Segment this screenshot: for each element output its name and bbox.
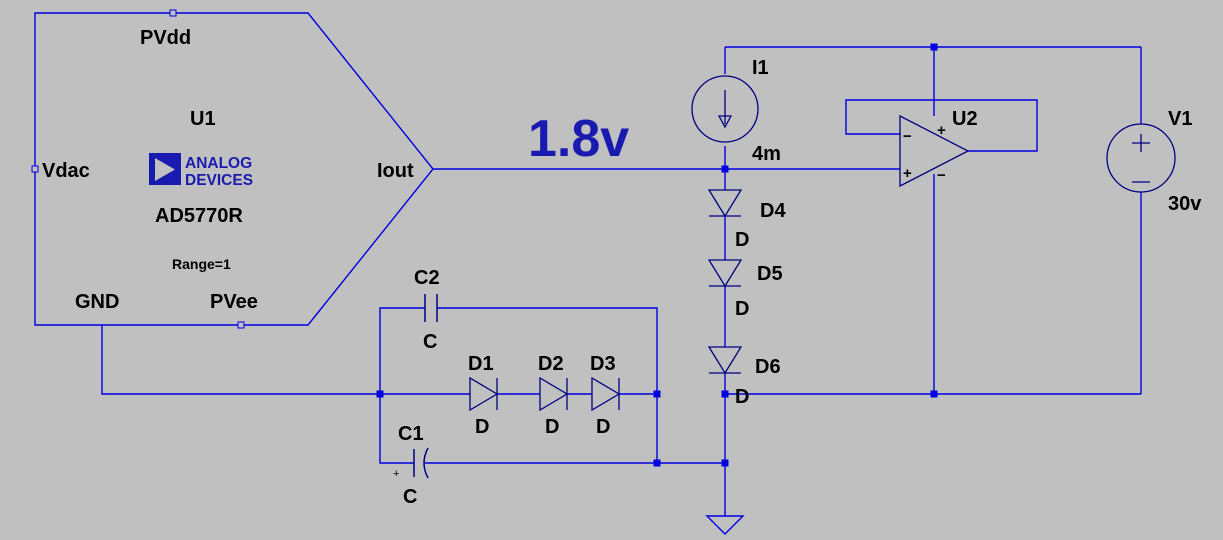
cap-polarity: + [393, 468, 399, 480]
v1-ref: V1 [1168, 108, 1192, 130]
opamp-minus-input: − [903, 128, 912, 145]
u1-ref: U1 [190, 108, 216, 130]
diode-symbol [707, 259, 743, 288]
diode-model: D [735, 386, 749, 408]
analog-devices-logo: ANALOG DEVICES [149, 153, 253, 189]
ground-icon [705, 515, 745, 535]
capacitor-c2[interactable]: C2 C [414, 267, 440, 353]
opamp-triangle [899, 114, 970, 188]
junction [721, 390, 729, 398]
diode-ref: D1 [468, 353, 494, 375]
junction [930, 43, 938, 51]
diode-symbol [707, 346, 743, 375]
pin-label-iout: Iout [377, 160, 414, 182]
junction [653, 459, 661, 467]
net-voltage-annotation: 1.8v [528, 110, 629, 168]
u1-ad5770r[interactable]: PVdd U1 Vdac Iout ANALOG DEVICES AD5770R… [31, 9, 434, 329]
pin-label-pvee: PVee [210, 291, 258, 313]
junction [721, 165, 729, 173]
diode-model: D [475, 416, 489, 438]
diode-symbol [591, 376, 621, 412]
pin-label-gnd: GND [75, 291, 119, 313]
i1-value: 4m [752, 143, 781, 165]
diode-ref: D5 [757, 263, 783, 285]
pin-pvee [237, 321, 245, 329]
junction [721, 459, 729, 467]
cap-plate-negative [423, 447, 429, 479]
cap-value: C [423, 331, 437, 353]
cap-ref: C2 [414, 267, 440, 289]
capacitor-c1[interactable]: + C1 C [393, 423, 429, 508]
pin-label-vdac: Vdac [42, 160, 90, 182]
diode-d6[interactable]: D6 D [707, 346, 781, 408]
cap-value: C [403, 486, 417, 508]
junction [376, 390, 384, 398]
diode-symbol [469, 376, 499, 412]
diode-model: D [545, 416, 559, 438]
u1-param: Range=1 [172, 256, 231, 272]
diode-d1[interactable]: D1 D [468, 353, 499, 438]
arrow-down-icon [717, 90, 733, 129]
v1-symbol [1106, 123, 1176, 193]
diode-ref: D3 [590, 353, 616, 375]
logo-text-analog: ANALOG [185, 155, 252, 172]
opamp-feedback-loop [845, 99, 1038, 152]
opamp-plus-supply: + [937, 122, 946, 139]
i1-symbol [691, 75, 759, 143]
diode-ref: D2 [538, 353, 564, 375]
logo-triangle [155, 158, 175, 181]
diode-model: D [735, 229, 749, 251]
v1-value: 30v [1168, 193, 1202, 215]
junctions [376, 43, 938, 467]
diode-ref: D4 [760, 200, 786, 222]
opamp-minus-supply: − [937, 167, 946, 184]
cap-ref: C1 [398, 423, 424, 445]
diode-ref: D6 [755, 356, 781, 378]
pin-label-pvdd: PVdd [140, 27, 191, 49]
opamp-plus-input: + [903, 165, 912, 182]
diode-d4[interactable]: D4 D [707, 189, 786, 251]
junction [930, 390, 938, 398]
diode-model: D [596, 416, 610, 438]
u2-opamp[interactable]: − + + − U2 [845, 99, 1038, 188]
i1-ref: I1 [752, 57, 769, 79]
v1-voltage-source[interactable]: V1 30v [1106, 108, 1202, 215]
diode-d2[interactable]: D2 D [538, 353, 569, 438]
diode-symbol [539, 376, 569, 412]
i1-current-source[interactable]: I1 4m [691, 57, 781, 165]
u2-ref: U2 [952, 108, 978, 130]
pin-vdac [31, 165, 39, 173]
pin-pvdd [169, 9, 177, 17]
u1-body [34, 12, 434, 326]
logo-text-devices: DEVICES [185, 172, 253, 189]
u1-part: AD5770R [155, 205, 243, 227]
junction [653, 390, 661, 398]
diode-model: D [735, 298, 749, 320]
diode-d5[interactable]: D5 D [707, 259, 783, 320]
diode-d3[interactable]: D3 D [590, 353, 621, 438]
diode-symbol [707, 189, 743, 218]
